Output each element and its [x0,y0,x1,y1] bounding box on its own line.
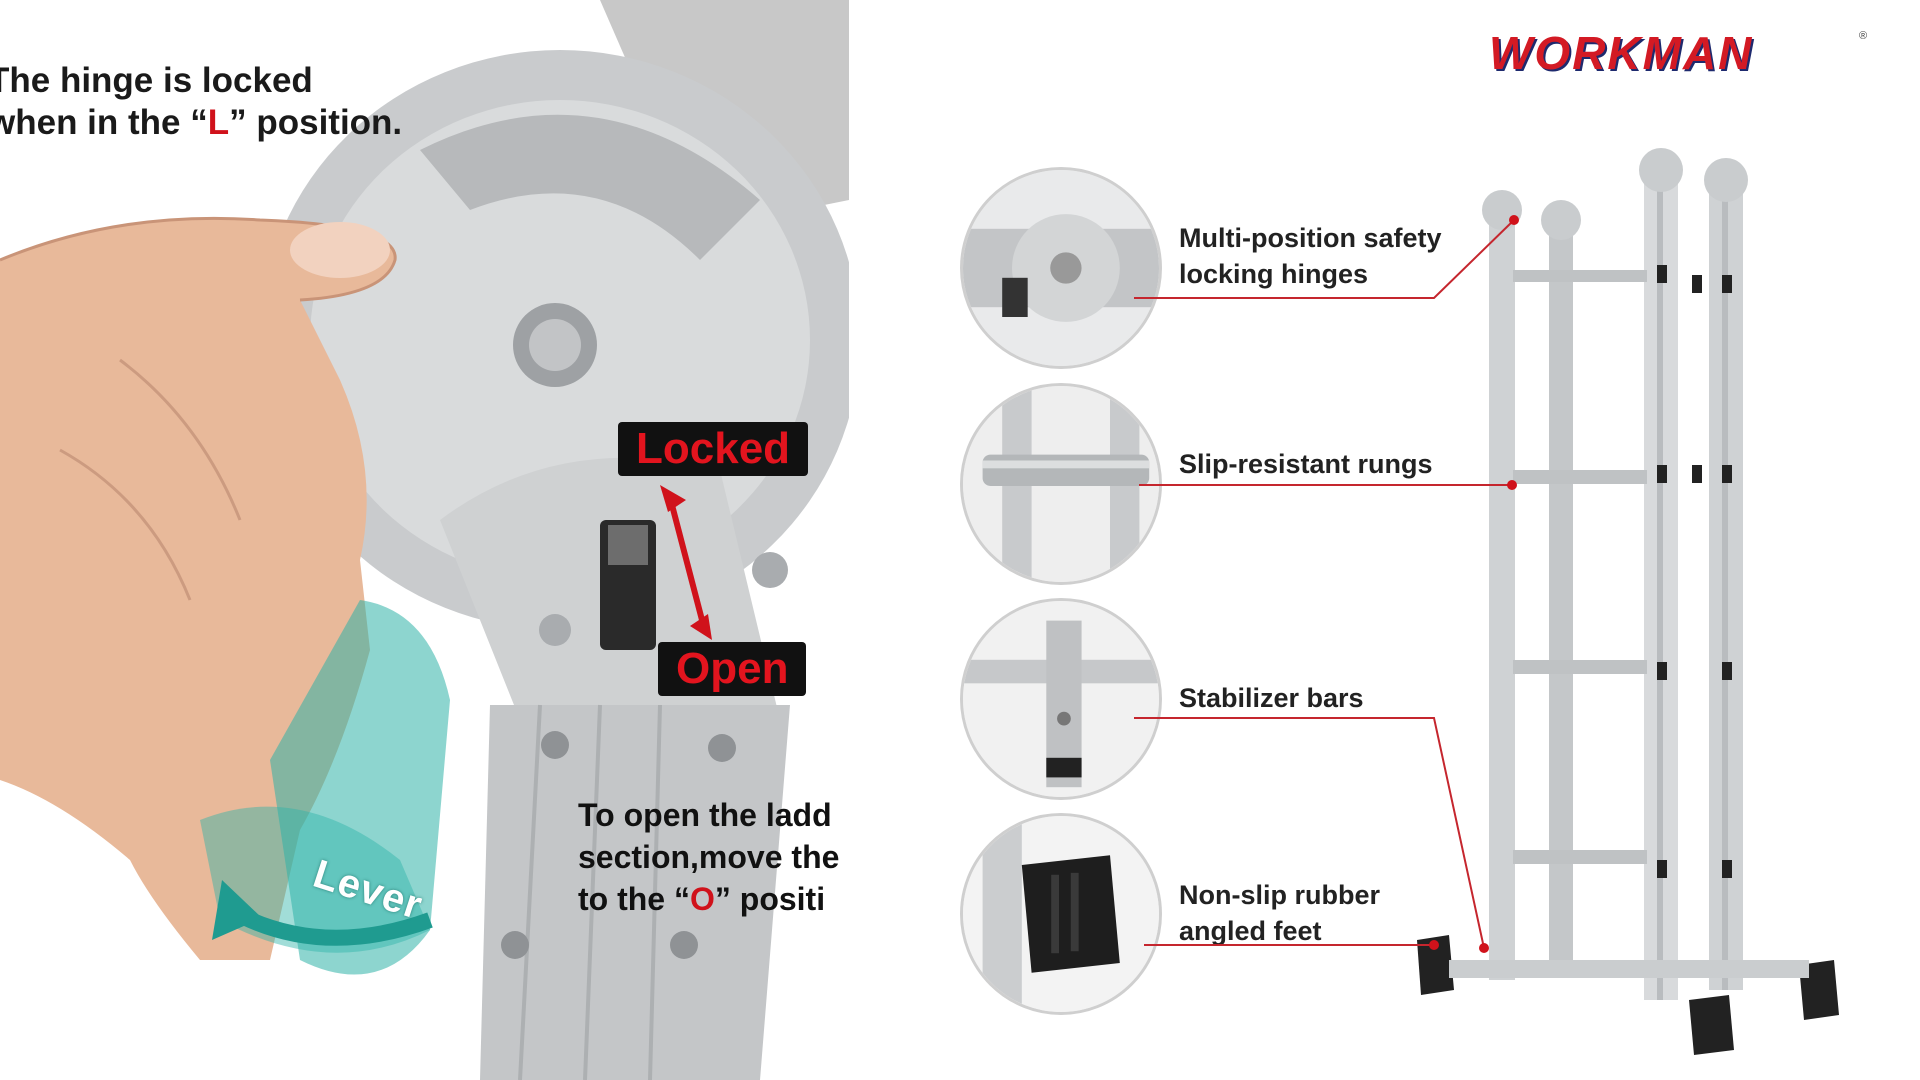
hinge-lock-caption: The hinge is locked when in the “L” posi… [0,60,402,144]
rungs-detail-image [963,386,1159,582]
open-instruction-caption: To open the ladd section,move the to the… [578,794,839,920]
feature-feet: Non-slip rubber angled feet [1179,877,1380,949]
hinge-caption-line2: when in the “L” position. [0,102,402,144]
hinge-detail-image [963,170,1159,366]
rungs-detail-circle [960,383,1162,585]
ladder-features-panel: WORKMAN ® [849,0,1920,1080]
feet-detail-image [963,816,1159,1012]
open-caption-suffix: ” positi [714,881,826,917]
open-caption-line1: To open the ladd [578,797,832,833]
stabilizer-detail-circle [960,598,1162,800]
callout-line-hinges [1134,219,1515,299]
feet-detail-circle [960,813,1162,1015]
feature-feet-line1: Non-slip rubber [1179,880,1380,910]
feature-hinges-line1: Multi-position safety [1179,223,1442,253]
open-caption-line3: to the “O” positi [578,878,839,920]
hinge-caption-suffix: ” position. [229,103,403,142]
open-tag: Open [658,642,807,696]
locked-tag: Locked [618,422,809,476]
ladder-rail [1489,200,1515,980]
open-caption-prefix: to the “ [578,881,690,917]
hinge-closeup-panel: The hinge is locked when in the “L” posi… [0,0,849,1080]
stabilizer-detail-image [963,601,1159,797]
registered-mark: ® [1859,30,1868,42]
hinge-detail-circle [960,167,1162,369]
feature-stabilizer: Stabilizer bars [1179,683,1364,713]
open-caption-line2: section,move the [578,839,840,875]
ladder-illustration [1134,148,1839,1055]
callout-line-stabilizer [1134,717,1485,949]
hinge-caption-prefix: when in the “ [0,103,208,142]
hinge-caption-line1: The hinge is locked [0,61,313,100]
workman-logo: WORKMAN [1489,27,1754,79]
feature-hinges: Multi-position safety locking hinges [1179,220,1442,292]
open-caption-letter: O [689,881,715,917]
ladder-rail [1549,210,1573,970]
feature-feet-line2: angled feet [1179,916,1322,946]
feature-hinges-line2: locking hinges [1179,259,1369,289]
feature-rungs: Slip-resistant rungs [1179,449,1433,479]
hinge-caption-letter: L [207,103,230,142]
